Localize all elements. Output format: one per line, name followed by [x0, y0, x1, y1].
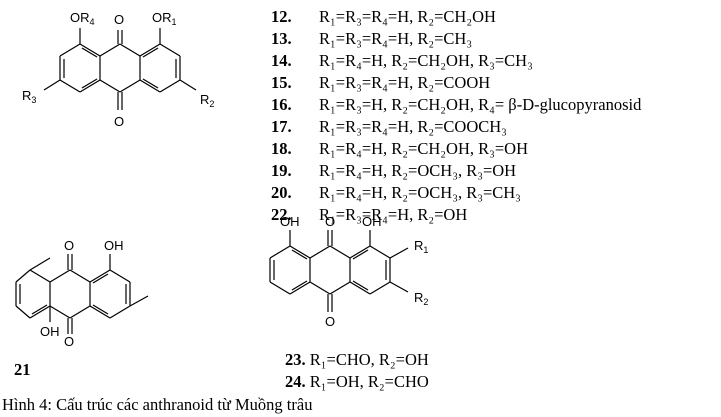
c23-r1-label: R1	[414, 238, 428, 255]
figure-caption: Hình 4: Cấu trúc các anthranoid từ Muồng…	[2, 395, 313, 414]
compound-formula: R₁=R₃=R₄=H, R₂=COOH	[319, 73, 491, 92]
c23-o-top-label: O	[325, 214, 335, 229]
compound-row-12: 12. R₁=R₃=R₄=H, R₂=CH₂OH	[271, 6, 496, 28]
compound-formula: R₁=R₃=R₄=H, R₂=CH₂OH	[319, 7, 496, 26]
compound-formula: R₁=R₃=R₄=H, R₂=CH₃	[319, 29, 473, 48]
o-top-label: O	[114, 12, 124, 27]
c23-r2-label: R2	[414, 290, 428, 307]
compound-row-16: 16. R₁=R₃=H, R₂=CH₂OH, R₄= β-D-glucopyran…	[271, 94, 641, 116]
compound-row-18: 18. R₁=R₄=H, R₂=CH₂OH, R₃=OH	[271, 138, 528, 160]
compound-row-22: 22. R₁=R₃=R₄=H, R₂=OH	[271, 204, 467, 226]
compound-formula: R₁=R₄=H, R₂=CH₂OH, R₃=CH₃	[319, 51, 533, 70]
compound-formula: R₁=R₄=H, R₂=OCH₃, R₃=CH₃	[319, 183, 521, 202]
compound-23-line: 23. R₁=CHO, R₂=OH	[285, 350, 429, 370]
compound-23-24-structure	[269, 230, 409, 312]
compound-row-19: 19. R₁=R₄=H, R₂=OCH₃, R₃=OH	[271, 160, 516, 182]
compound-number: 16.	[271, 95, 292, 114]
c21-o-bottom-label: O	[64, 334, 74, 349]
c21-o-top-label: O	[64, 238, 74, 253]
c23-oh-right-label: OH	[362, 214, 382, 229]
compound-number: 17.	[271, 117, 292, 136]
compound-formula: R₁=R₄=H, R₂=OCH₃, R₃=OH	[319, 161, 517, 180]
compound-21-structure	[15, 254, 149, 334]
r3-label: R3	[22, 88, 36, 105]
compound-formula: R₁=R₄=H, R₂=CH₂OH, R₃=OH	[319, 139, 529, 158]
compound-number: 13.	[271, 29, 292, 48]
c21-oh-top-label: OH	[104, 238, 124, 253]
or4-label: OR4	[70, 10, 95, 27]
compound-number: 23.	[285, 350, 306, 369]
r2-label: R2	[200, 92, 214, 109]
compound-row-13: 13. R₁=R₃=R₄=H, R₂=CH₃	[271, 28, 472, 50]
o-bottom-label: O	[114, 114, 124, 129]
compound-number: 14.	[271, 51, 292, 70]
compound-formula: R₁=R₃=R₄=H, R₂=COOCH₃	[319, 117, 507, 136]
compound-number: 15.	[271, 73, 292, 92]
c21-oh-bottom-label: OH	[40, 324, 60, 339]
compound-formula: R₁=R₃=H, R₂=CH₂OH, R₄= β-D-glucopyranosi…	[319, 95, 642, 114]
compound-21-number: 21	[14, 360, 31, 379]
compound-row-15: 15. R₁=R₃=R₄=H, R₂=COOH	[271, 72, 490, 94]
compound-row-17: 17. R₁=R₃=R₄=H, R₂=COOCH₃	[271, 116, 507, 138]
compound-number: 24.	[285, 372, 306, 391]
compound-number: 12.	[271, 7, 292, 26]
c23-o-bottom-label: O	[325, 314, 335, 329]
compound-formula: R₁=R₃=R₄=H, R₂=OH	[319, 205, 468, 224]
compound-number: 20.	[271, 183, 292, 202]
compound-formula: R₁=CHO, R₂=OH	[309, 350, 429, 369]
compound-formula: R₁=OH, R₂=CHO	[309, 372, 429, 391]
compound-24-line: 24. R₁=OH, R₂=CHO	[285, 372, 429, 392]
or1-label: OR1	[152, 10, 177, 27]
c23-oh-left-label: OH	[280, 214, 300, 229]
compound-number: 19.	[271, 161, 292, 180]
compound-row-14: 14. R₁=R₄=H, R₂=CH₂OH, R₃=CH₃	[271, 50, 533, 72]
compound-number: 18.	[271, 139, 292, 158]
compound-row-20: 20. R₁=R₄=H, R₂=OCH₃, R₃=CH₃	[271, 182, 521, 204]
compound-number: 22.	[271, 205, 292, 224]
